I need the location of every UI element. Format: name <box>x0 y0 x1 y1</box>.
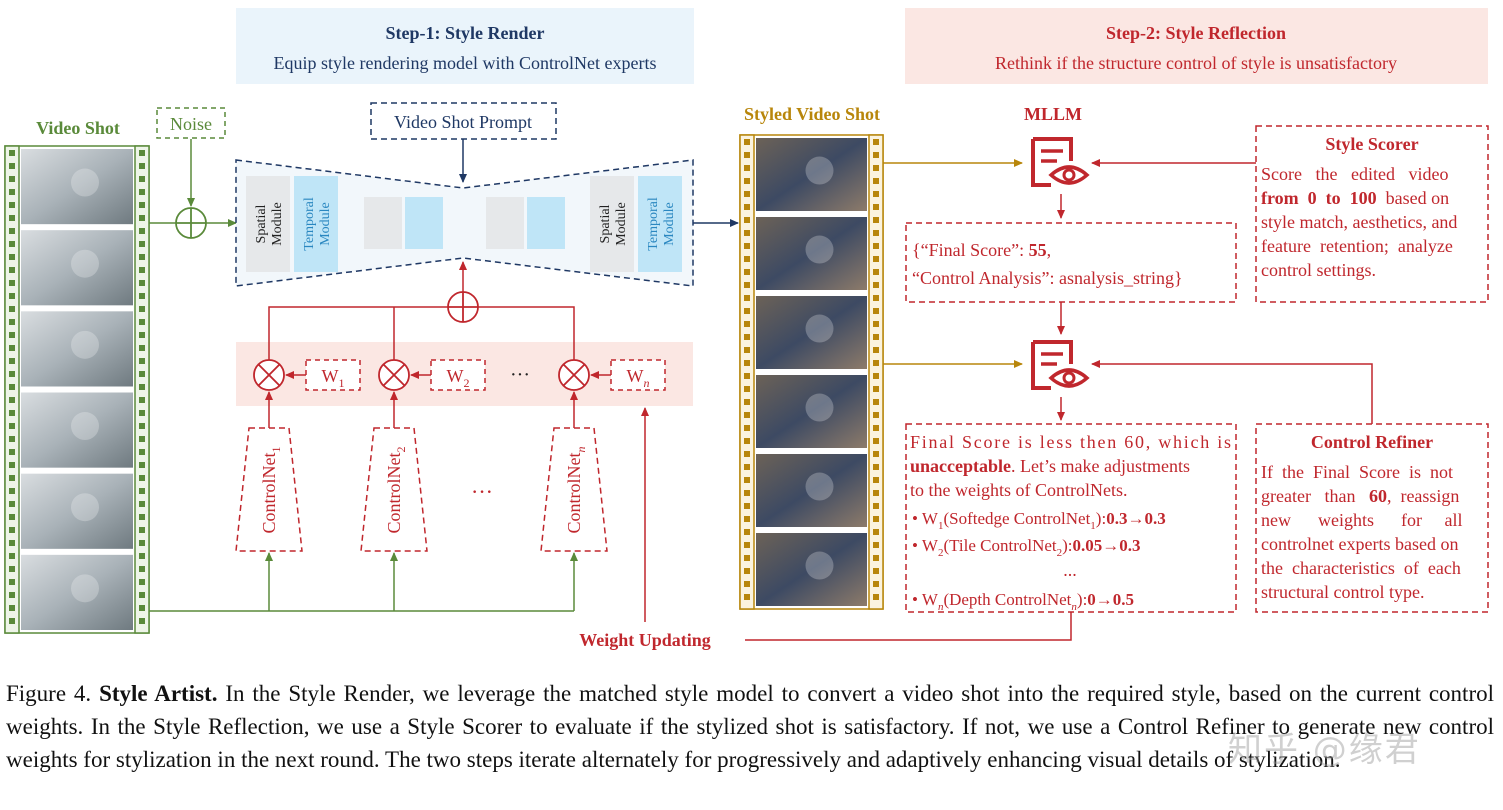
film-frame <box>756 375 867 448</box>
styled-video-shot-label: Styled Video Shot <box>744 104 880 124</box>
noise-box <box>156 107 226 139</box>
weight-box-1 <box>305 359 361 391</box>
mllm-refiner-icon <box>1031 340 1090 390</box>
mllm-label: MLLM <box>1024 104 1082 124</box>
input-film-strip <box>4 145 150 634</box>
refine-output-box <box>905 423 1237 613</box>
step1-title: Step-1: Style Render <box>386 23 545 43</box>
film-frame <box>21 392 133 468</box>
spatial-module-left <box>246 176 290 272</box>
unet-model: SpatialModule TemporalModule SpatialModu… <box>235 159 694 287</box>
step2-title: Step-2: Style Reflection <box>1106 23 1286 43</box>
refine-output-line3: to the weights of ControlNets. <box>910 480 1127 500</box>
controlnet-3: ControlNetn <box>540 427 608 552</box>
svg-text:SpatialModule: SpatialModule <box>254 202 285 246</box>
refine-output-line1: Final Score is less then 60, which is <box>910 432 1231 452</box>
temporal-module-right <box>638 176 682 272</box>
text-line: controlnet experts based on <box>1261 534 1458 554</box>
figure-caption: Figure 4. Style Artist. In the Style Ren… <box>6 681 1494 772</box>
weight-label-3: Wn <box>627 366 650 390</box>
text-line: new weights for all <box>1261 510 1462 530</box>
style-artist-diagram: Step-1: Style Render Equip style renderi… <box>4 8 1489 650</box>
watermark: 知乎 @缘君 <box>1228 730 1421 770</box>
controlnet-label-2: ControlNet2 <box>384 447 408 534</box>
text-line: style match, aesthetics, and <box>1261 212 1457 232</box>
style-scorer-text: Score the edited video from 0 to 100 base… <box>1261 164 1457 280</box>
step2-subtitle: Rethink if the structure control of styl… <box>995 53 1397 73</box>
control-refiner-title: Control Refiner <box>1311 432 1433 452</box>
multiply-op-2 <box>378 359 410 391</box>
refine-item-1: • W1(Softedge ControlNet1):0.3→0.3 <box>912 509 1166 532</box>
noise-add-op <box>175 207 207 239</box>
controlnet-label-1: ControlNet1 <box>259 447 283 534</box>
text-line: greater than 60, reassign <box>1261 486 1459 506</box>
score-output-line1: {“Final Score”: 55, <box>912 240 1051 260</box>
film-frame <box>21 230 133 306</box>
spatial-label-left-line1: Spatial <box>254 204 269 243</box>
styled-film-strip <box>739 134 884 610</box>
video-shot-label: Video Shot <box>36 118 120 138</box>
refine-weight-list: • W1(Softedge ControlNet1):0.3→0.3 • W2(T… <box>912 509 1166 613</box>
multiply-op-1 <box>253 359 285 391</box>
style-scorer-box <box>1255 125 1489 303</box>
film-frame <box>756 533 867 606</box>
refine-item-3: • Wn(Depth ControlNetn):0→0.5 <box>912 590 1134 613</box>
noise-label: Noise <box>170 114 212 134</box>
controlnet-2: ControlNet2 <box>360 427 428 552</box>
svg-text:TemporalModule: TemporalModule <box>302 197 333 251</box>
controlnet-1: ControlNet1 <box>235 427 303 552</box>
svg-text:SpatialModule: SpatialModule <box>598 202 629 246</box>
text-line: Score the edited video <box>1261 164 1448 184</box>
weight-label-2: W2 <box>447 366 470 390</box>
mllm-scorer-icon <box>1031 137 1090 187</box>
prompt-label: Video Shot Prompt <box>394 112 532 132</box>
text-line: feature retention; analyze <box>1261 236 1453 256</box>
text-line: control settings. <box>1261 260 1376 280</box>
score-output-box <box>905 222 1237 303</box>
film-frame <box>21 473 133 549</box>
score-output-line2: “Control Analysis”: asnalysis_string} <box>912 268 1183 288</box>
refine-ellipsis: ... <box>1063 560 1077 580</box>
controlnet-sum-op <box>447 291 479 323</box>
film-frame <box>756 296 867 369</box>
film-frame <box>756 454 867 527</box>
refine-output-line2: unacceptable. Let’s make adjustments <box>910 456 1190 476</box>
control-refiner-box <box>1255 423 1489 613</box>
svg-text:TemporalModule: TemporalModule <box>646 197 677 251</box>
film-frame <box>21 149 133 225</box>
temporal-module-left <box>294 176 338 272</box>
control-refiner-text: If the Final Score is not greater than 60… <box>1261 462 1462 602</box>
text-line: the characteristics of each <box>1261 558 1461 578</box>
film-frame <box>21 554 133 630</box>
film-frame <box>756 217 867 290</box>
style-scorer-title: Style Scorer <box>1325 134 1418 154</box>
step1-header: Step-1: Style Render Equip style renderi… <box>236 8 694 84</box>
refine-item-2: • W2(Tile ControlNet2):0.05→0.3 <box>912 536 1141 559</box>
text-line: structural control type. <box>1261 582 1424 602</box>
text-line: If the Final Score is not <box>1261 462 1453 482</box>
controlnets-ellipsis: ··· <box>471 479 493 504</box>
step2-header: Step-2: Style Reflection Rethink if the … <box>905 8 1488 84</box>
step1-subtitle: Equip style rendering model with Control… <box>274 53 657 73</box>
controlnet-label-3: ControlNetn <box>564 447 588 534</box>
weight-updating-label: Weight Updating <box>579 630 711 650</box>
weight-label-1: W1 <box>322 366 345 390</box>
film-frame <box>756 138 867 211</box>
film-frame <box>21 311 133 387</box>
multiply-op-3 <box>558 359 590 391</box>
spatial-module-right <box>590 176 634 272</box>
weight-box-3 <box>610 359 666 391</box>
weights-ellipsis: ··· <box>510 364 530 386</box>
text-line: from 0 to 100 based on <box>1261 188 1449 208</box>
prompt-box <box>370 102 557 140</box>
